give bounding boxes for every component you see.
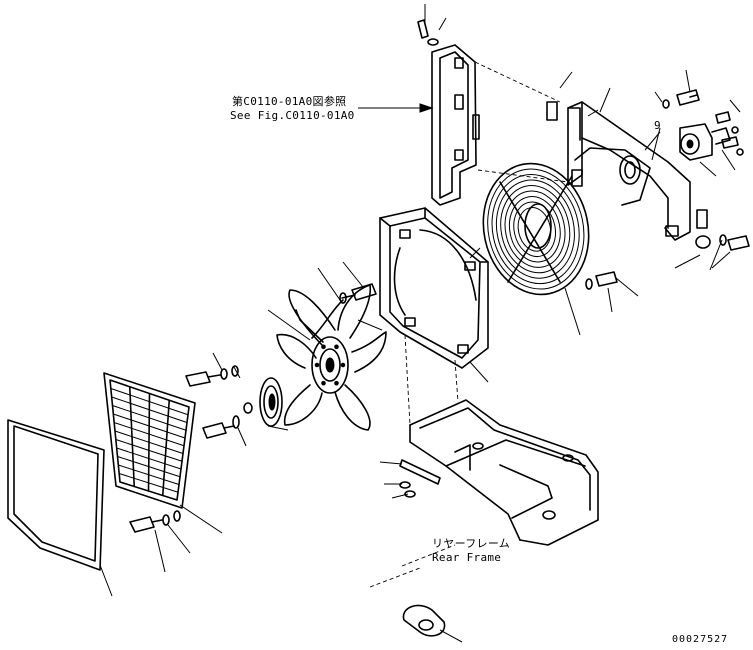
bolts-upper-right <box>654 69 744 156</box>
fan-spacer <box>259 377 289 431</box>
rear-frame-label-en: Rear Frame <box>432 551 502 564</box>
side-panel <box>431 44 569 206</box>
bolt-grille-upper <box>185 352 241 387</box>
fan-guard <box>482 162 590 336</box>
guard-ring <box>513 201 556 258</box>
fan-shroud <box>379 207 489 383</box>
rear-frame <box>404 334 599 546</box>
callout-number: 9 <box>654 119 661 132</box>
reference-label-en: See Fig.C0110-01A0 <box>230 109 355 122</box>
guard-ring <box>500 185 571 274</box>
bolt-fan-upper <box>339 261 377 304</box>
hub-hole <box>314 362 320 368</box>
gasket-frame <box>7 419 113 597</box>
grille-bar <box>161 399 171 497</box>
bolts-right-middle <box>585 234 750 313</box>
grille-screen <box>103 372 223 534</box>
guard-ring <box>504 190 566 268</box>
hub-hole <box>334 344 339 350</box>
bolt-panel-top <box>417 4 447 46</box>
hub-hole <box>321 344 326 350</box>
guard-ring <box>482 162 590 296</box>
support-bracket <box>546 71 723 271</box>
drawing-code: 00027527 <box>672 634 729 645</box>
fan <box>267 267 387 431</box>
guard-ring <box>491 174 580 285</box>
grille-bar <box>128 385 136 488</box>
support-rod <box>379 459 441 499</box>
grille-bar <box>147 392 151 492</box>
reference-label-ja: 第C0110-01A0図参照 <box>232 95 347 108</box>
bolt-lower-left <box>129 510 191 573</box>
hub-hole <box>340 362 346 368</box>
reference-arrow <box>358 103 434 113</box>
hub-hole <box>321 380 326 386</box>
bearing-assembly <box>679 123 736 177</box>
guard-ring <box>495 179 575 279</box>
guard-ring <box>508 196 561 263</box>
guard-ring <box>487 168 585 290</box>
hub-hole <box>334 380 339 386</box>
callout-9-leader <box>644 131 661 151</box>
rear-frame-label-ja: リヤーフレーム <box>432 537 511 550</box>
bottom-mount <box>369 544 463 643</box>
bolt-grille-lower <box>202 402 253 447</box>
